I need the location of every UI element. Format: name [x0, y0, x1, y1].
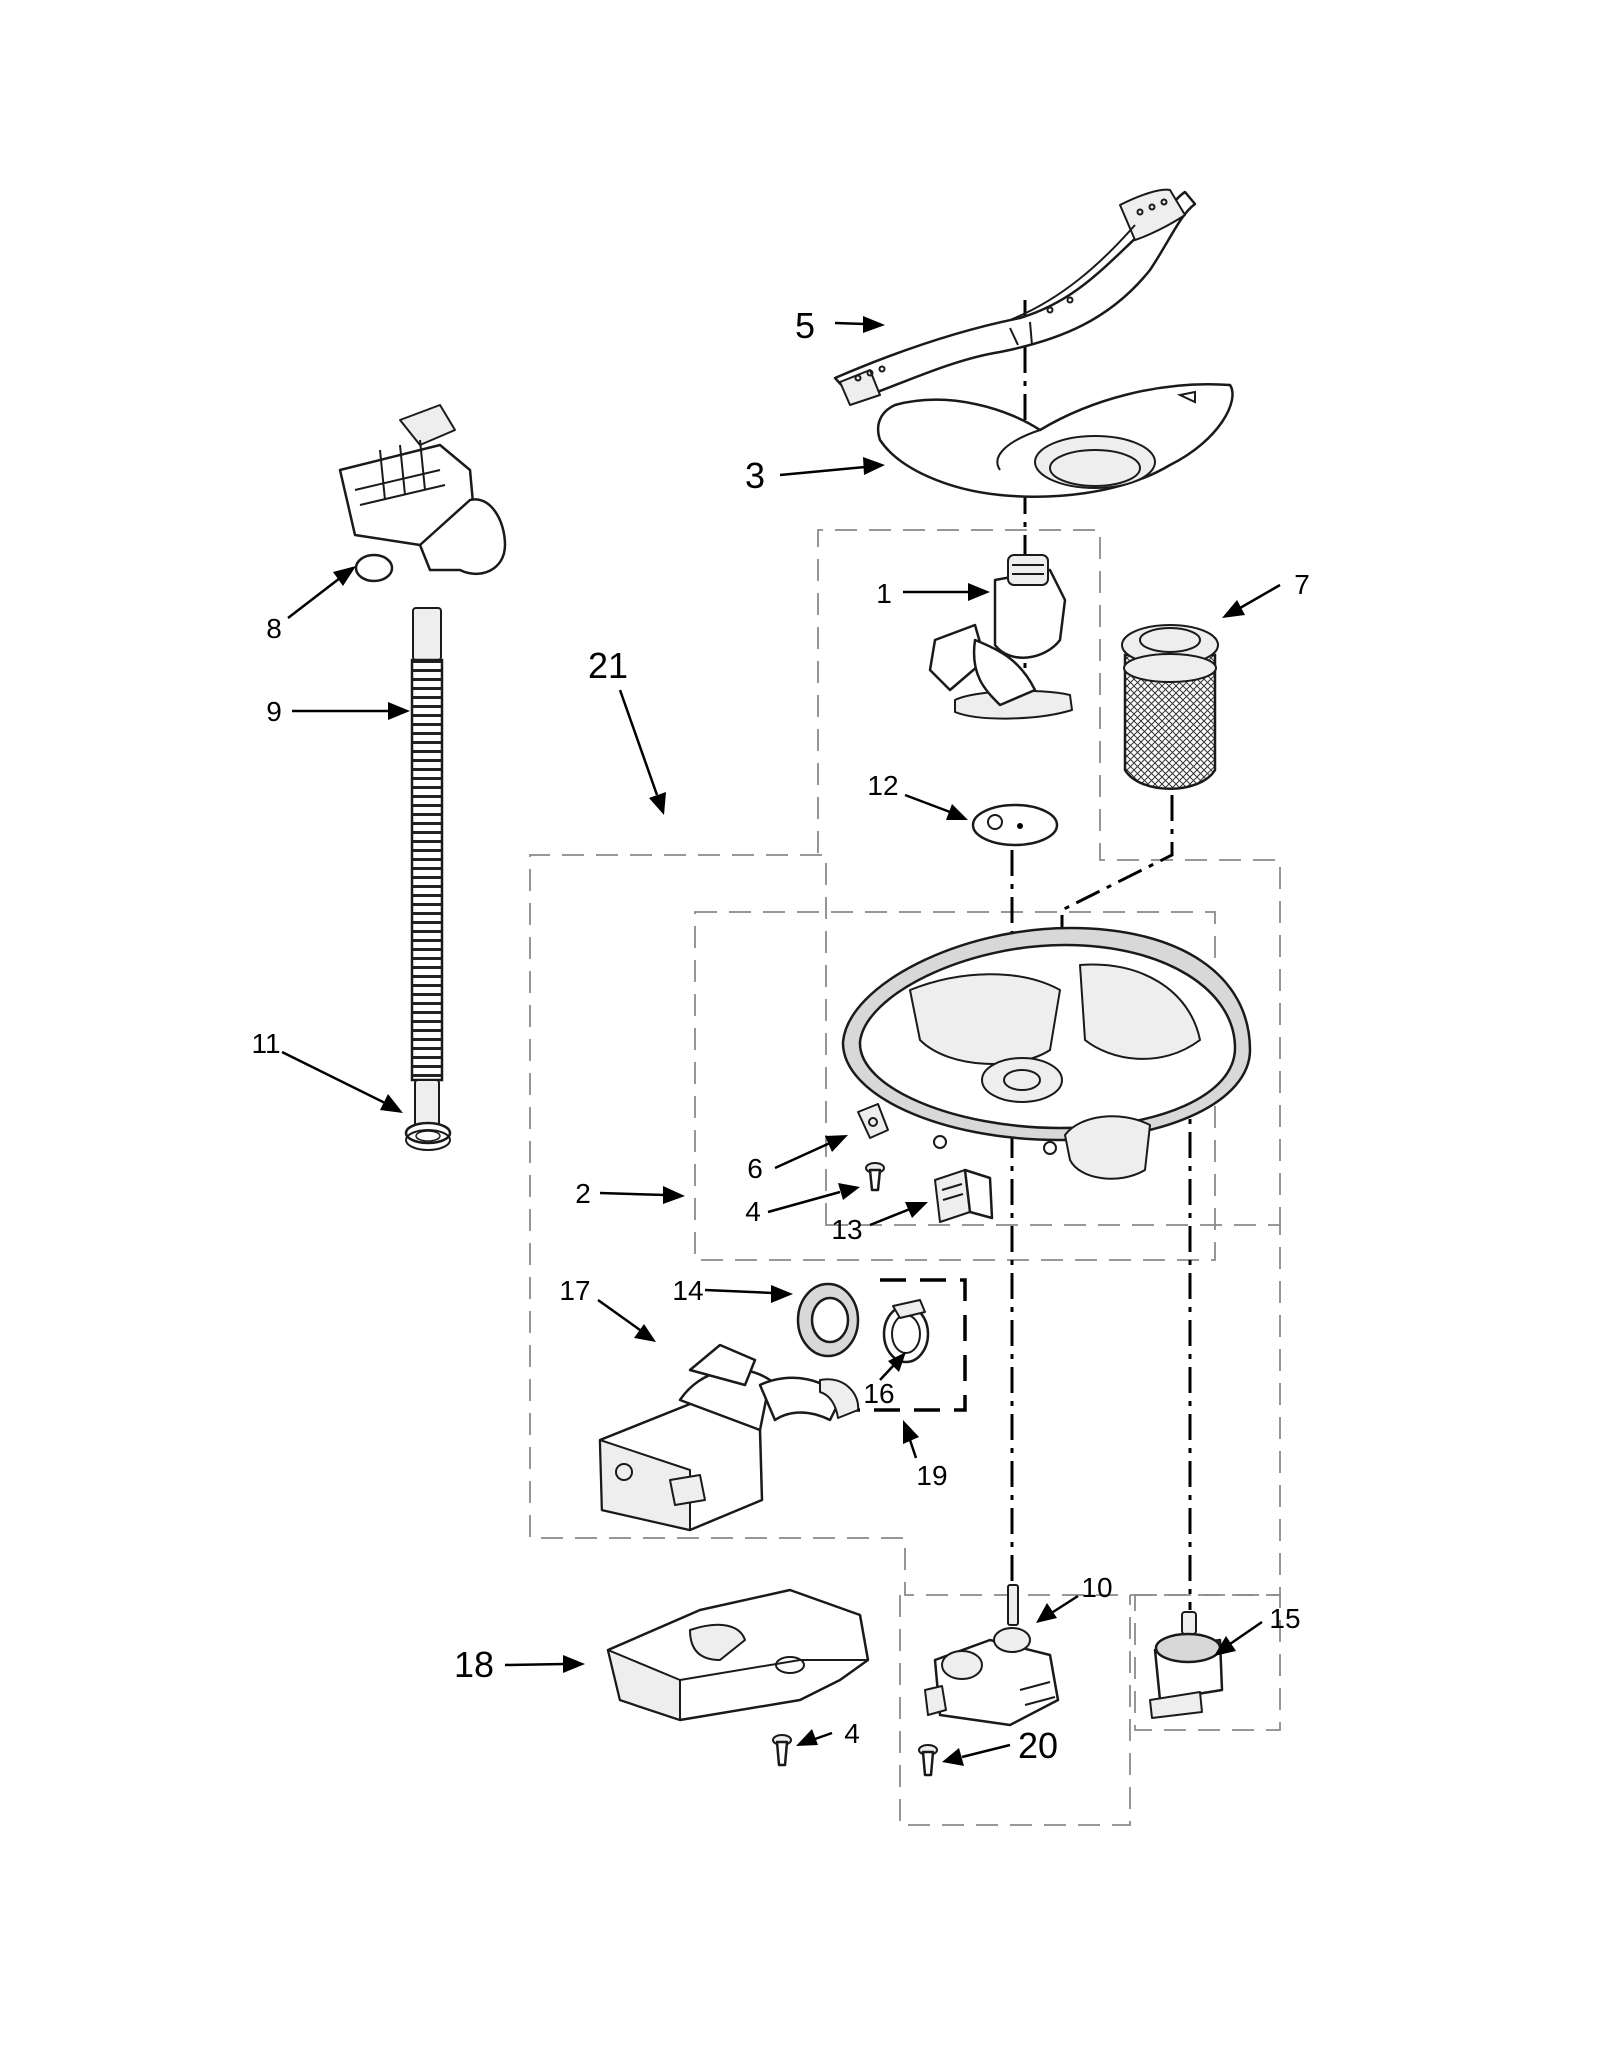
callout-16: 16	[863, 1378, 894, 1409]
screw-part-lower	[772, 1734, 792, 1767]
diverter-valve-part	[924, 1584, 1060, 1727]
pump-housing-part	[928, 554, 1073, 720]
callout-13: 15	[1269, 1603, 1300, 1634]
callout-10: 10	[1081, 1572, 1112, 1603]
drain-pump-part	[338, 404, 507, 583]
callout-6: 6	[747, 1153, 763, 1184]
filter-part	[1121, 624, 1219, 790]
group-outline-19	[780, 1278, 967, 1412]
callout-17: 17	[559, 1275, 590, 1306]
group-outline-2	[694, 911, 1216, 1261]
bracket-part	[857, 1103, 889, 1139]
spray-arm-part	[833, 188, 1197, 406]
callout-9: 9	[266, 696, 282, 727]
callout-18: 18	[454, 1644, 494, 1685]
callout-7: 7	[1294, 569, 1310, 600]
callout-8: 8	[266, 613, 282, 644]
callout-labels: 5 3 1 7 8 9 21 12 11 6 2 4 13 17 14 16 1…	[251, 305, 1309, 1766]
callout-5: 5	[795, 305, 815, 346]
clamp-part	[882, 1299, 930, 1364]
callout-19: 19	[916, 1460, 947, 1491]
axis-sensor-13	[1180, 1093, 1192, 1610]
callout-11: 11	[251, 1028, 280, 1059]
cover-part	[606, 1588, 870, 1722]
circulation-pump-part	[598, 1343, 860, 1532]
group-outline-13	[1134, 1594, 1281, 1731]
sensor-part	[1149, 1611, 1224, 1719]
screw-part-20	[918, 1744, 938, 1777]
hose-clamp-part	[404, 1121, 452, 1151]
connector-part	[934, 1168, 994, 1223]
callout-21: 21	[588, 645, 628, 686]
leader-lines	[281, 316, 1281, 1766]
callout-15: 14	[672, 1275, 703, 1306]
callout-14: 13	[831, 1214, 862, 1245]
callout-2: 2	[575, 1178, 591, 1209]
callout-4-upper: 4	[745, 1196, 761, 1227]
group-outline-20	[899, 1595, 1131, 1826]
deflector-part	[876, 383, 1234, 498]
callout-1: 1	[876, 578, 892, 609]
callout-20: 20	[1018, 1725, 1058, 1766]
callout-3: 3	[745, 455, 765, 496]
assembly-group-outlines	[529, 529, 1281, 1826]
screw-part-upper	[865, 1162, 885, 1192]
disc-part	[971, 803, 1059, 847]
seal-part	[796, 1282, 860, 1358]
callout-4-lower: 4	[844, 1718, 860, 1749]
drain-hose-part	[410, 607, 444, 1136]
sump-base-part	[841, 926, 1252, 1180]
group-outline-upper	[817, 529, 1281, 1225]
callout-12: 12	[867, 770, 898, 801]
